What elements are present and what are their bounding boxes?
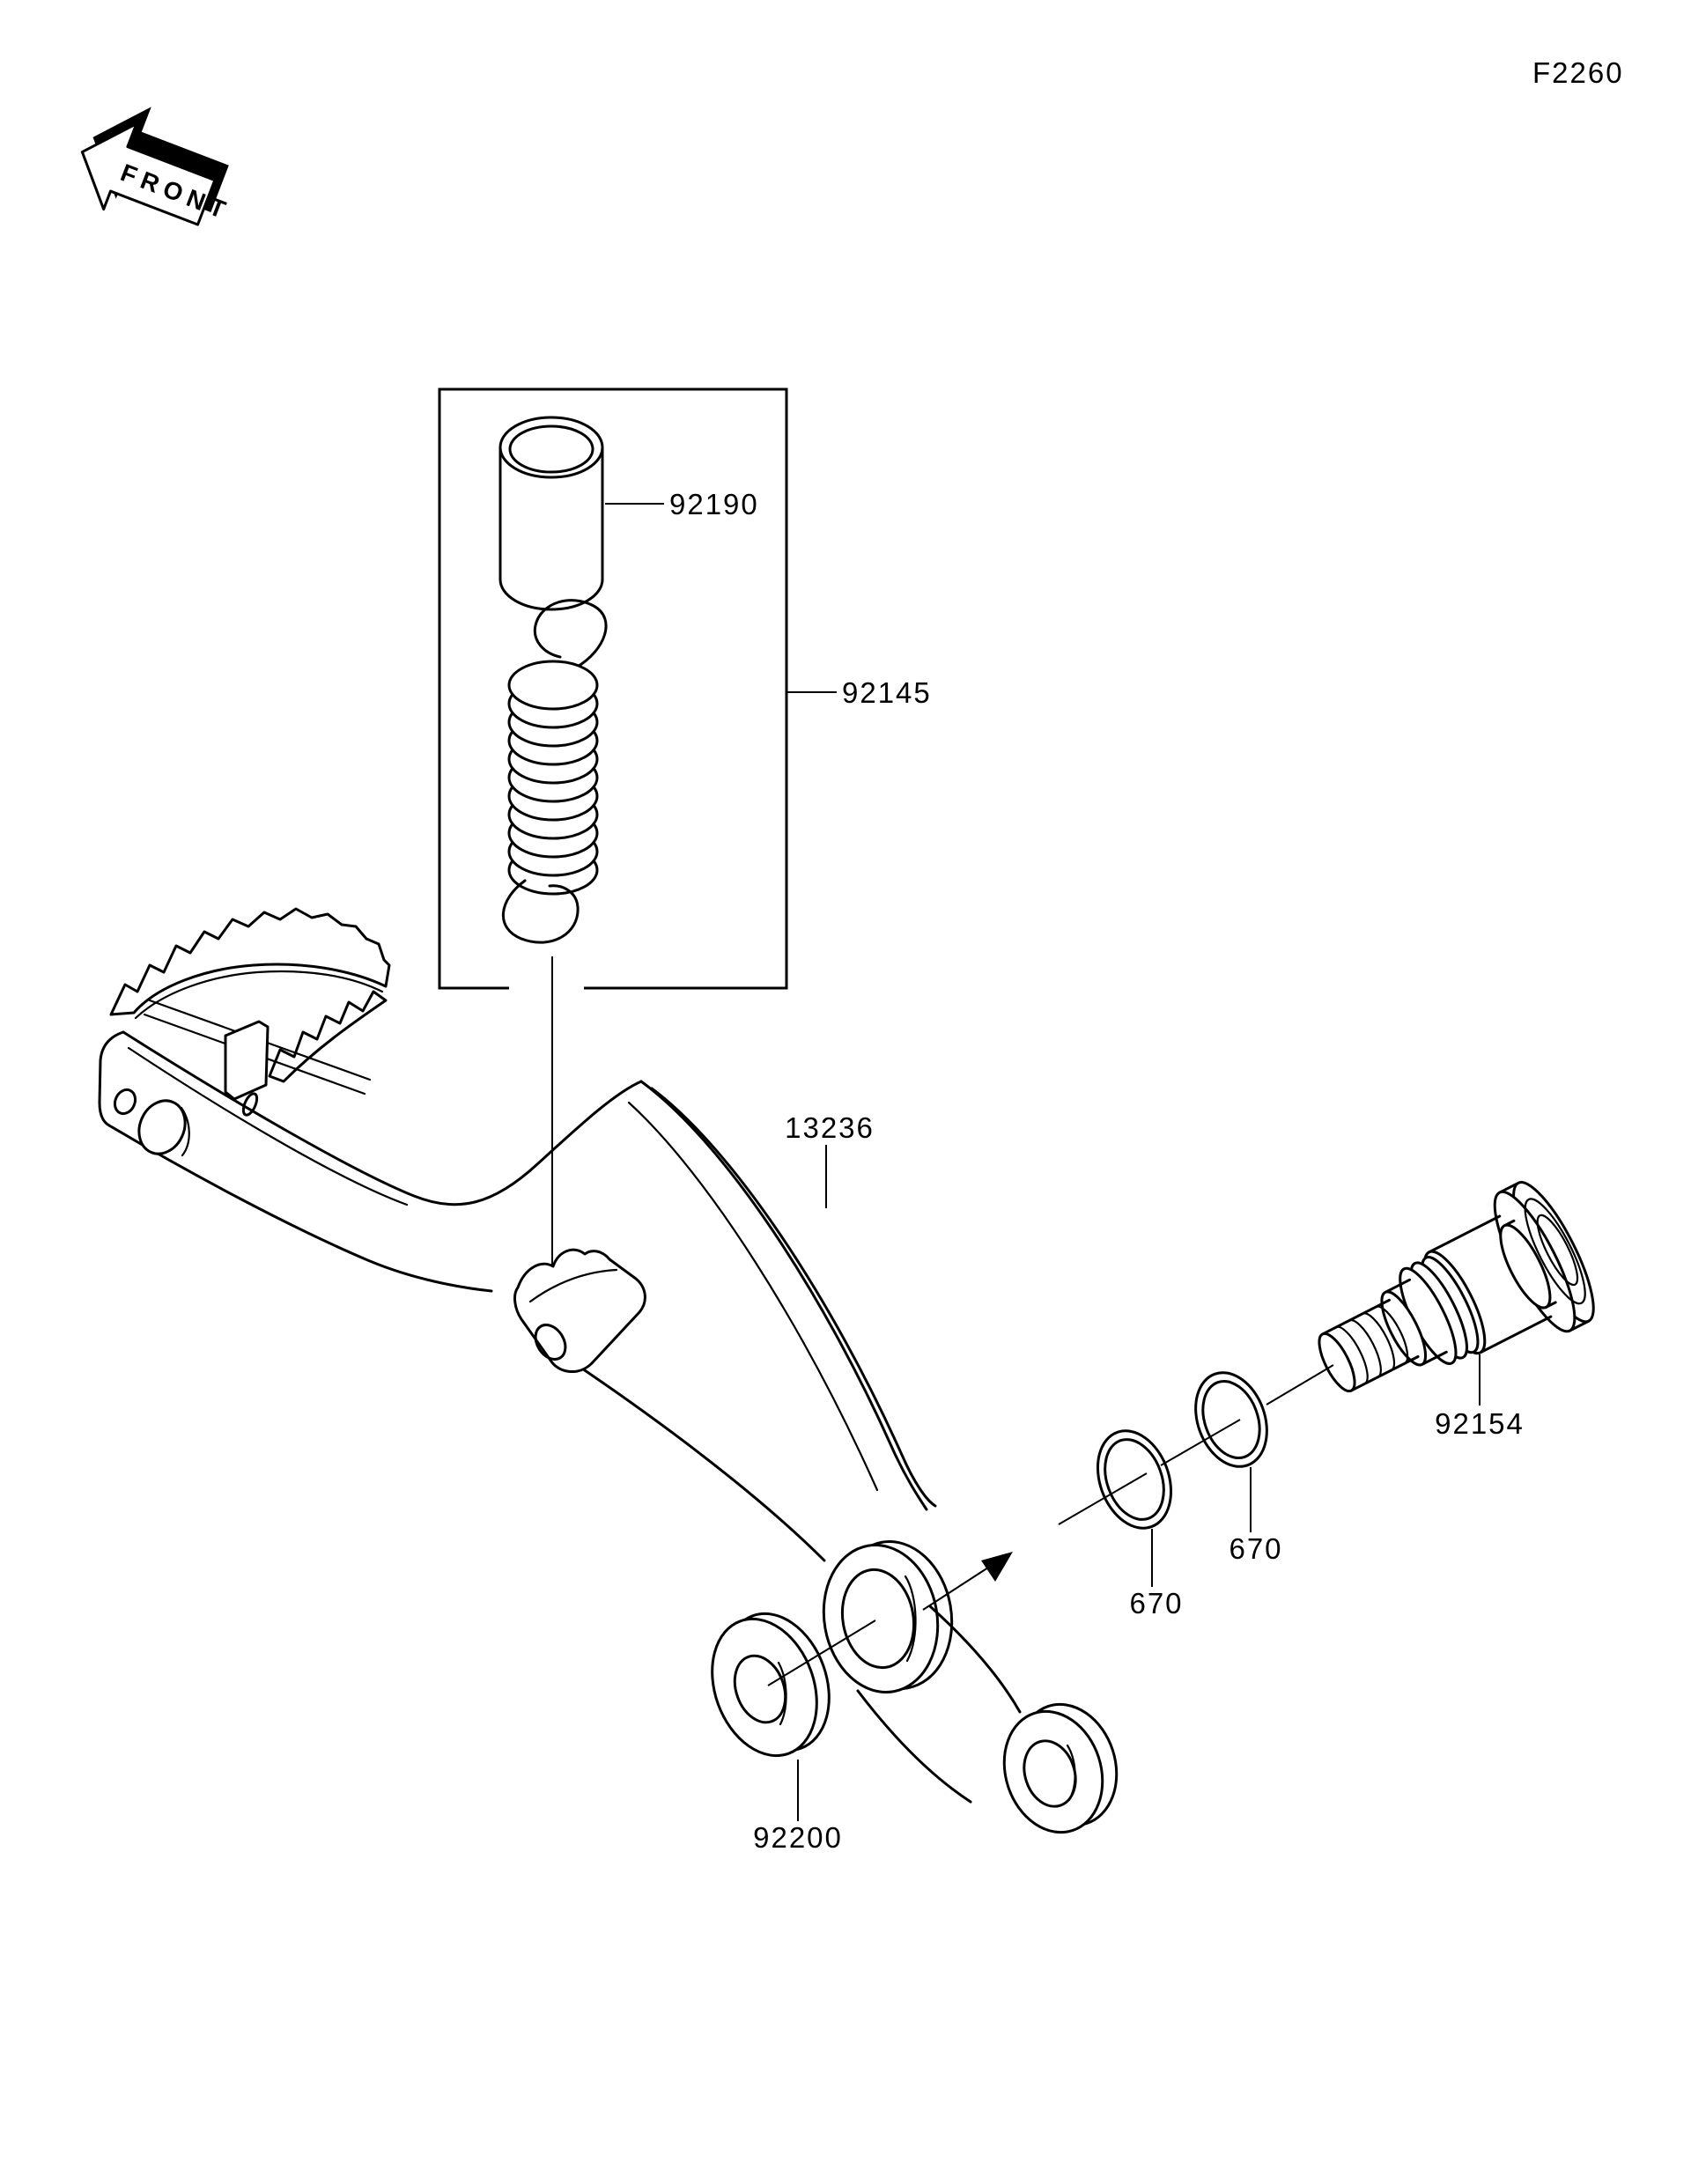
brake-pedal-drawing bbox=[98, 907, 1119, 1834]
page-code: F2260 bbox=[1532, 56, 1624, 89]
spring-drawing bbox=[501, 599, 608, 944]
clevis-eye-bore bbox=[1023, 1739, 1077, 1808]
oring-upper-drawing bbox=[1194, 1371, 1268, 1468]
pedal-arm-bottom-edge bbox=[107, 1124, 493, 1293]
washer-drawing bbox=[711, 1612, 831, 1758]
label-pedal-bolt: 92154 bbox=[1435, 1407, 1525, 1440]
spring-mount-tab bbox=[513, 1248, 646, 1373]
footpeg-near-serrated-rim bbox=[268, 990, 388, 1083]
centerline-segment-3 bbox=[1266, 1364, 1334, 1406]
assembly-arrow-head bbox=[981, 1552, 1013, 1582]
bolt-end-face bbox=[1318, 1332, 1356, 1393]
pedal-bolt-drawing bbox=[1318, 1181, 1595, 1393]
footpeg-far-serrated-rim bbox=[109, 907, 391, 1016]
pedal-gooseneck-inner bbox=[650, 1087, 937, 1508]
pedal-gooseneck-outer bbox=[639, 1080, 928, 1511]
label-spring: 92145 bbox=[842, 676, 932, 709]
label-oring-lower: 670 bbox=[1129, 1587, 1183, 1620]
pedal-arm-front-cap bbox=[98, 1030, 125, 1127]
centerline-segment-1 bbox=[1058, 1472, 1148, 1525]
centerline-segment-2 bbox=[1160, 1419, 1241, 1466]
pivot-bore bbox=[840, 1568, 916, 1670]
clevis-upper-edge bbox=[928, 1605, 1022, 1714]
label-oring-upper: 670 bbox=[1229, 1532, 1282, 1565]
pedal-lower-edge bbox=[541, 1340, 826, 1562]
front-direction-marker: FRONT bbox=[80, 107, 235, 226]
washer-centerline bbox=[767, 1620, 876, 1686]
label-washer: 92200 bbox=[753, 1821, 843, 1854]
pedal-small-hole bbox=[113, 1088, 137, 1116]
clevis-lower-edge bbox=[856, 1689, 972, 1804]
label-collar: 92190 bbox=[669, 488, 759, 520]
assembly-arrow-shaft bbox=[922, 1567, 989, 1611]
pedal-arm-top-edge bbox=[122, 1030, 643, 1206]
label-pedal: 13236 bbox=[785, 1111, 875, 1144]
footpeg-bracket bbox=[224, 1020, 270, 1101]
collar-drawing bbox=[498, 416, 604, 611]
grouping-box bbox=[438, 387, 788, 990]
pedal-large-hole bbox=[137, 1099, 187, 1155]
